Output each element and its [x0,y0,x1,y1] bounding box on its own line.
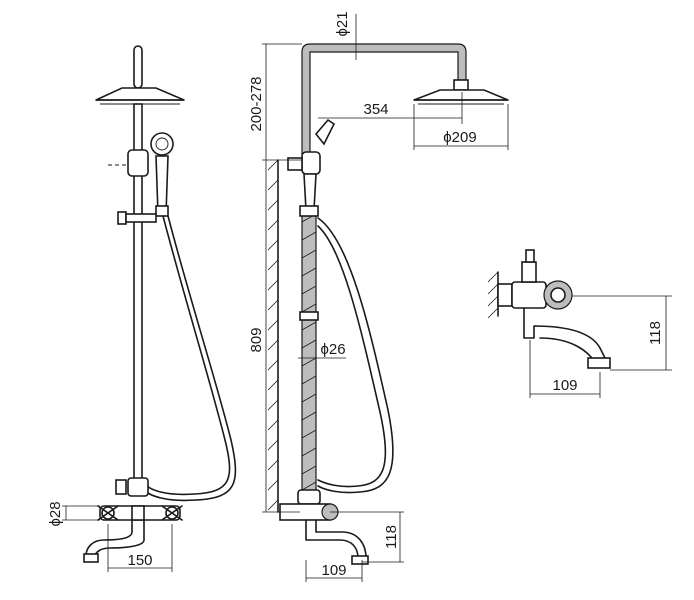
front-slider [127,149,149,177]
dim-hook-diameter: ϕ28 [47,501,64,526]
side-hand-shower [314,118,336,146]
front-handle-right [161,505,183,521]
dim-head-diameter: ϕ209 [443,129,476,146]
side-slider [301,151,321,175]
wall-hatching [267,159,279,511]
front-shower-head [95,87,185,101]
detail-view [487,249,611,369]
dim-arm-length: 354 [363,101,388,118]
detail-dimension-lines [529,295,672,398]
dim-detail-reach: 109 [552,377,577,394]
front-hand-shower-head [150,132,174,156]
side-view [267,43,509,565]
dim-spout-reach-side: 109 [321,562,346,579]
front-handle-left [97,505,119,521]
side-hose [317,217,394,494]
detail-mixer-body [511,281,547,309]
side-spout [305,519,359,559]
dim-pipe-diameter: ϕ21 [334,11,351,36]
front-view [62,45,237,572]
front-top-stub [133,45,143,89]
detail-spout [523,307,607,365]
dim-riser-diameter: ϕ26 [320,341,345,358]
front-spout [85,519,133,557]
dim-spout-height-side: 118 [383,525,400,549]
dim-rail-height: 809 [248,327,265,352]
dim-mixer-spacing: 150 [127,552,152,569]
side-shower-head [413,89,509,101]
front-hose [144,215,231,496]
front-diverter [125,213,157,223]
side-dimension-lines [262,14,509,582]
dim-detail-height: 118 [647,321,664,345]
dim-height-range: 200-278 [248,76,265,131]
